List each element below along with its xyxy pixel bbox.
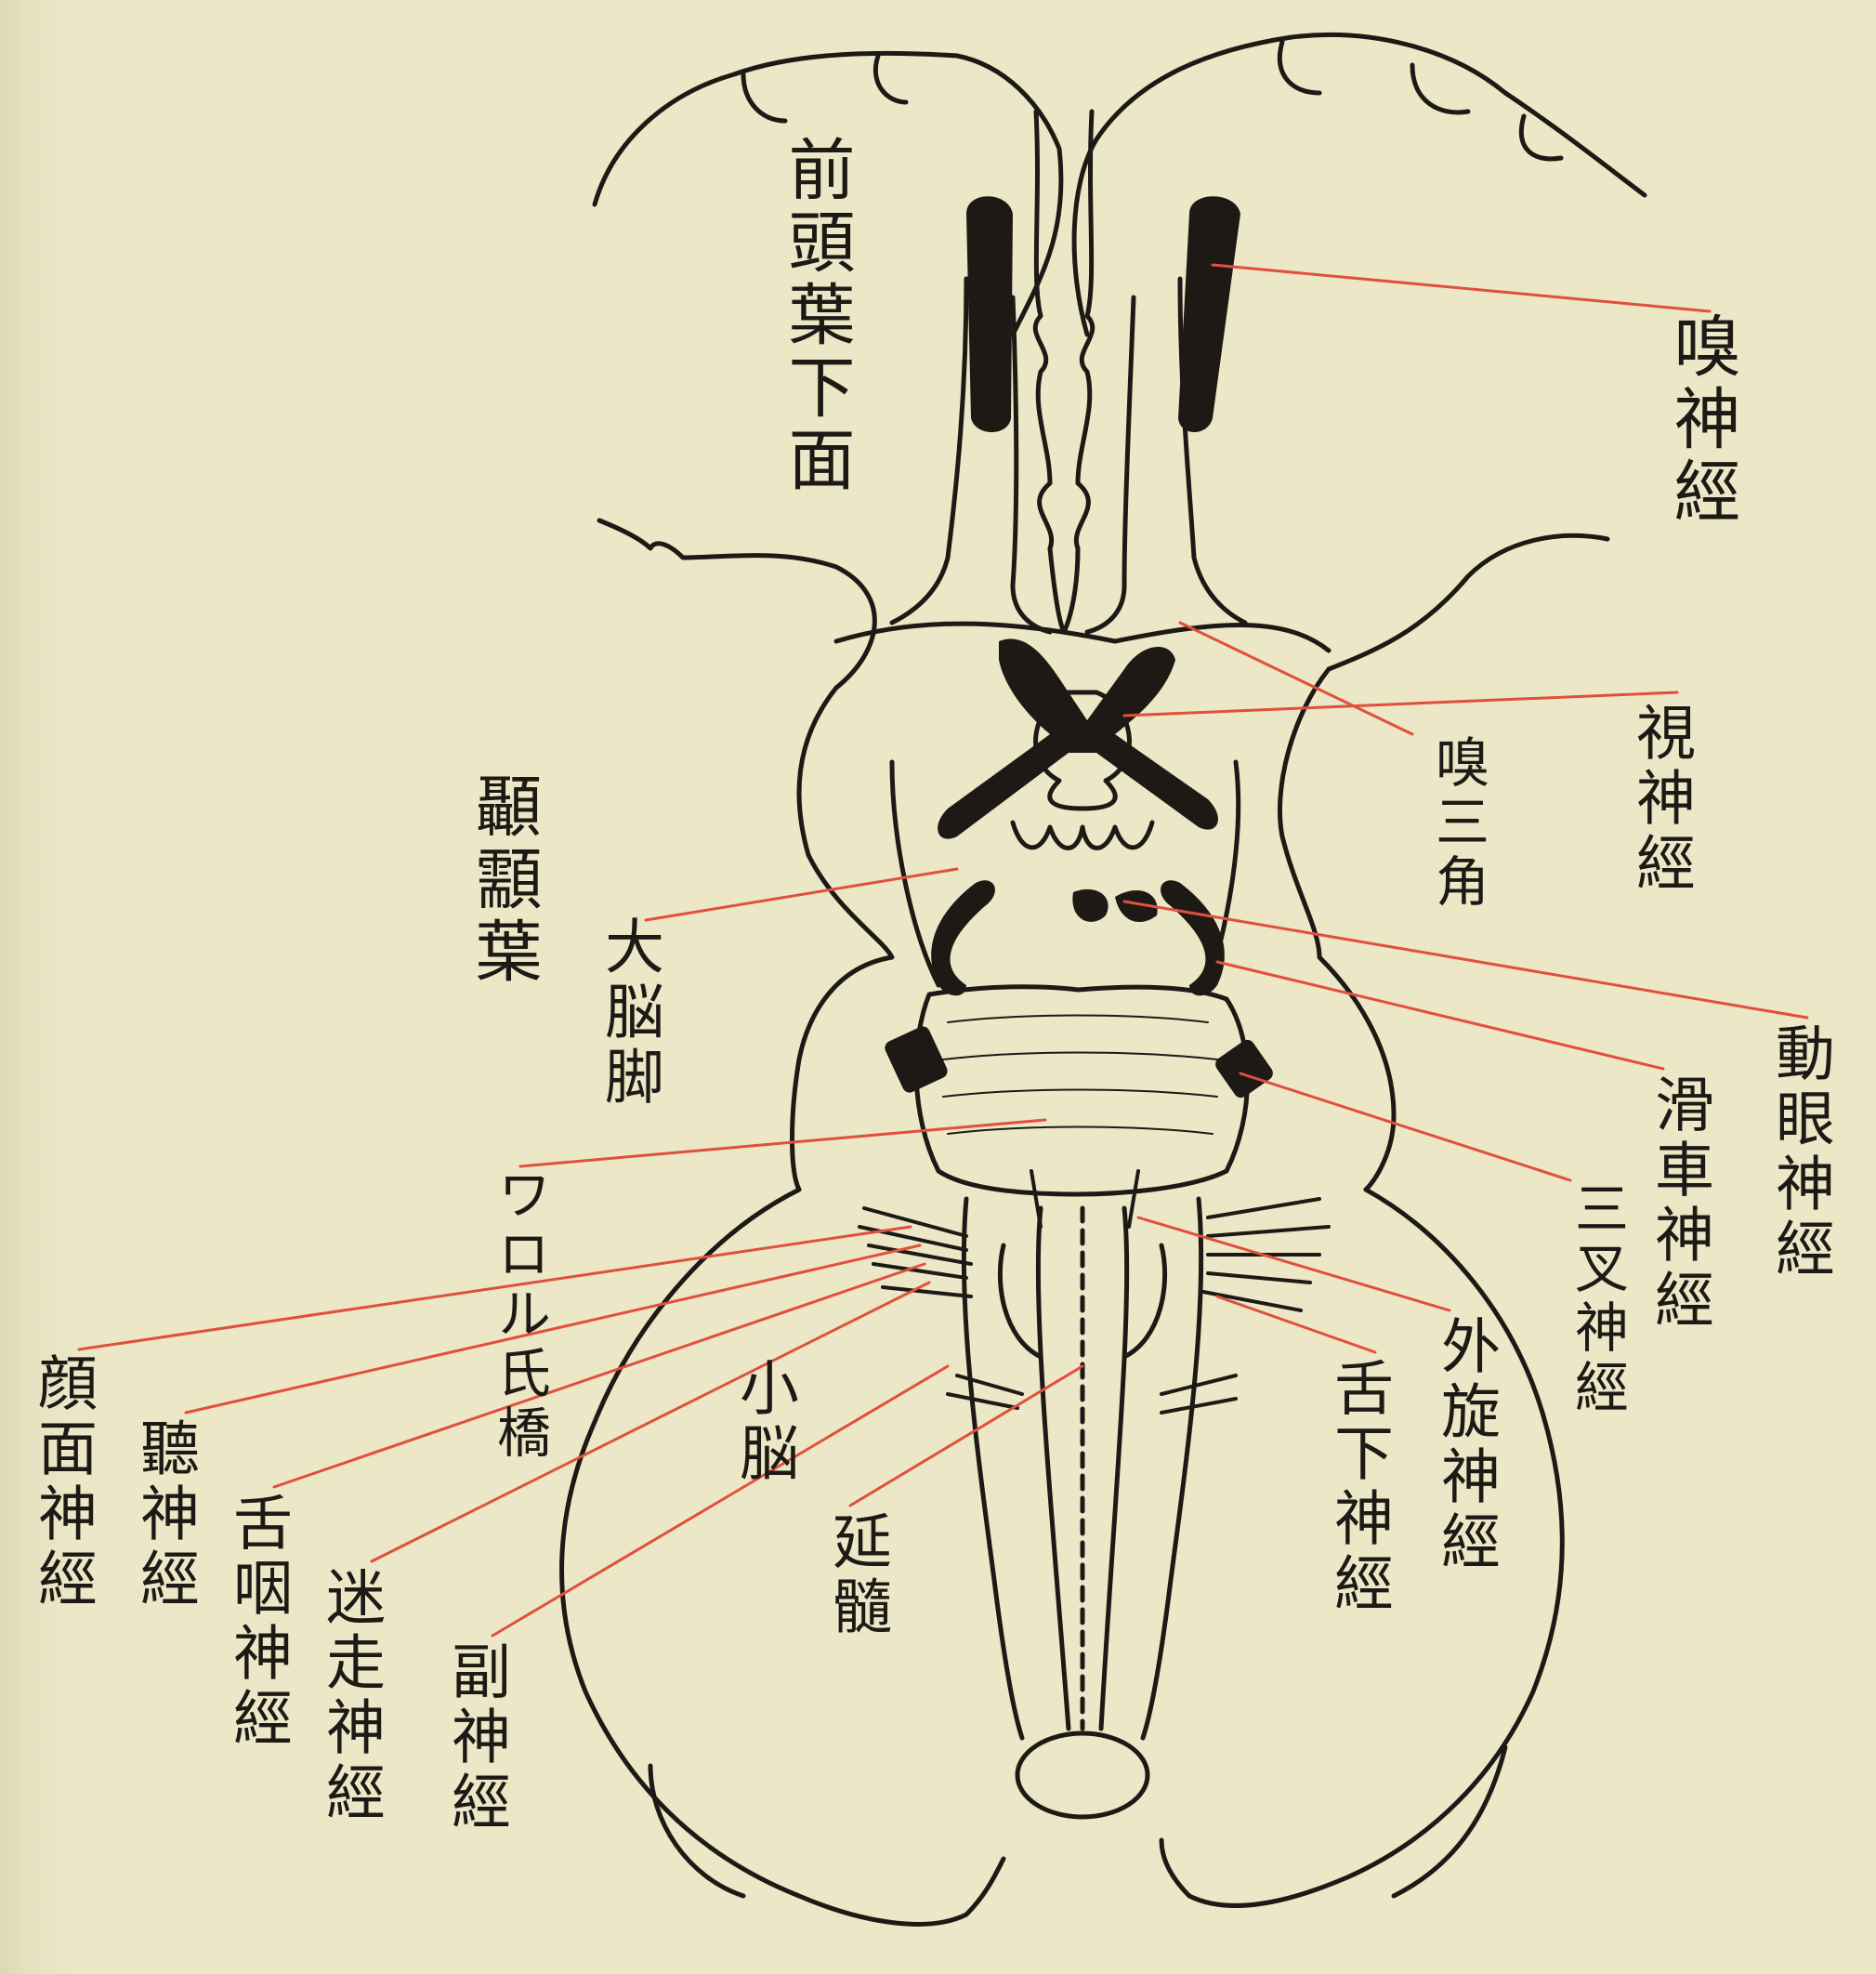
cerebral-peduncle-left [931, 880, 995, 995]
leader-optic-nerve [1124, 692, 1677, 716]
label-optic-nerve: 視神經 [1631, 702, 1690, 897]
leader-glossopharyngeal [274, 1264, 925, 1487]
label-cerebellum: 小脳 [734, 1357, 794, 1487]
longitudinal-fissure [1035, 112, 1093, 632]
label-abducens-nerve: 外旋神經 [1436, 1315, 1495, 1575]
trigeminal-stump-right [1213, 1037, 1276, 1100]
label-accessory-nerve: 副神經 [446, 1640, 505, 1836]
leader-hypoglossal [1217, 1296, 1375, 1352]
label-glossopharyngeal-nerve: 舌咽神經 [228, 1492, 287, 1752]
cerebral-peduncle-right [1161, 880, 1225, 995]
label-pons: ワロル氏橋 [492, 1166, 546, 1464]
frontal-lobe-right-outline [1074, 35, 1645, 336]
label-temporal-lobe: 顳顬葉 [469, 771, 536, 989]
label-hypoglossal-nerve: 舌下神經 [1329, 1357, 1388, 1617]
label-olfactory-nerve: 嗅神經 [1668, 311, 1735, 529]
label-oculomotor-nerve: 動眼神經 [1770, 1022, 1830, 1283]
label-auditory-nerve: 聽神經 [135, 1417, 194, 1612]
label-frontal-lobe: 前頭葉下面 [782, 135, 849, 497]
leader-abducens [1138, 1217, 1450, 1310]
leader-auditory [186, 1245, 920, 1413]
olfactory-bulb-right [1178, 196, 1240, 432]
olfactory-bulb-left [966, 196, 1013, 432]
leader-trochlear [1217, 962, 1663, 1069]
label-olfactory-triangle: 嗅三角 [1431, 734, 1485, 913]
label-facial-nerve: 顔面神經 [33, 1352, 92, 1612]
leader-olfactory-nerve [1213, 265, 1710, 311]
leader-pons [520, 1120, 1045, 1166]
label-trigeminal-nerve: 三叉神經 [1570, 1180, 1624, 1418]
medulla-outline [964, 1199, 1022, 1738]
label-trochlear-nerve: 滑車神經 [1649, 1073, 1709, 1334]
label-cerebral-peduncle: 大脳脚 [599, 915, 659, 1111]
label-vagus-nerve: 迷走神經 [321, 1566, 380, 1826]
trigeminal-stump-left [883, 1024, 950, 1095]
label-medulla: 延髓 [827, 1510, 886, 1640]
leader-olfactory-triangle [1180, 623, 1412, 734]
leader-trigeminal [1240, 1073, 1570, 1180]
